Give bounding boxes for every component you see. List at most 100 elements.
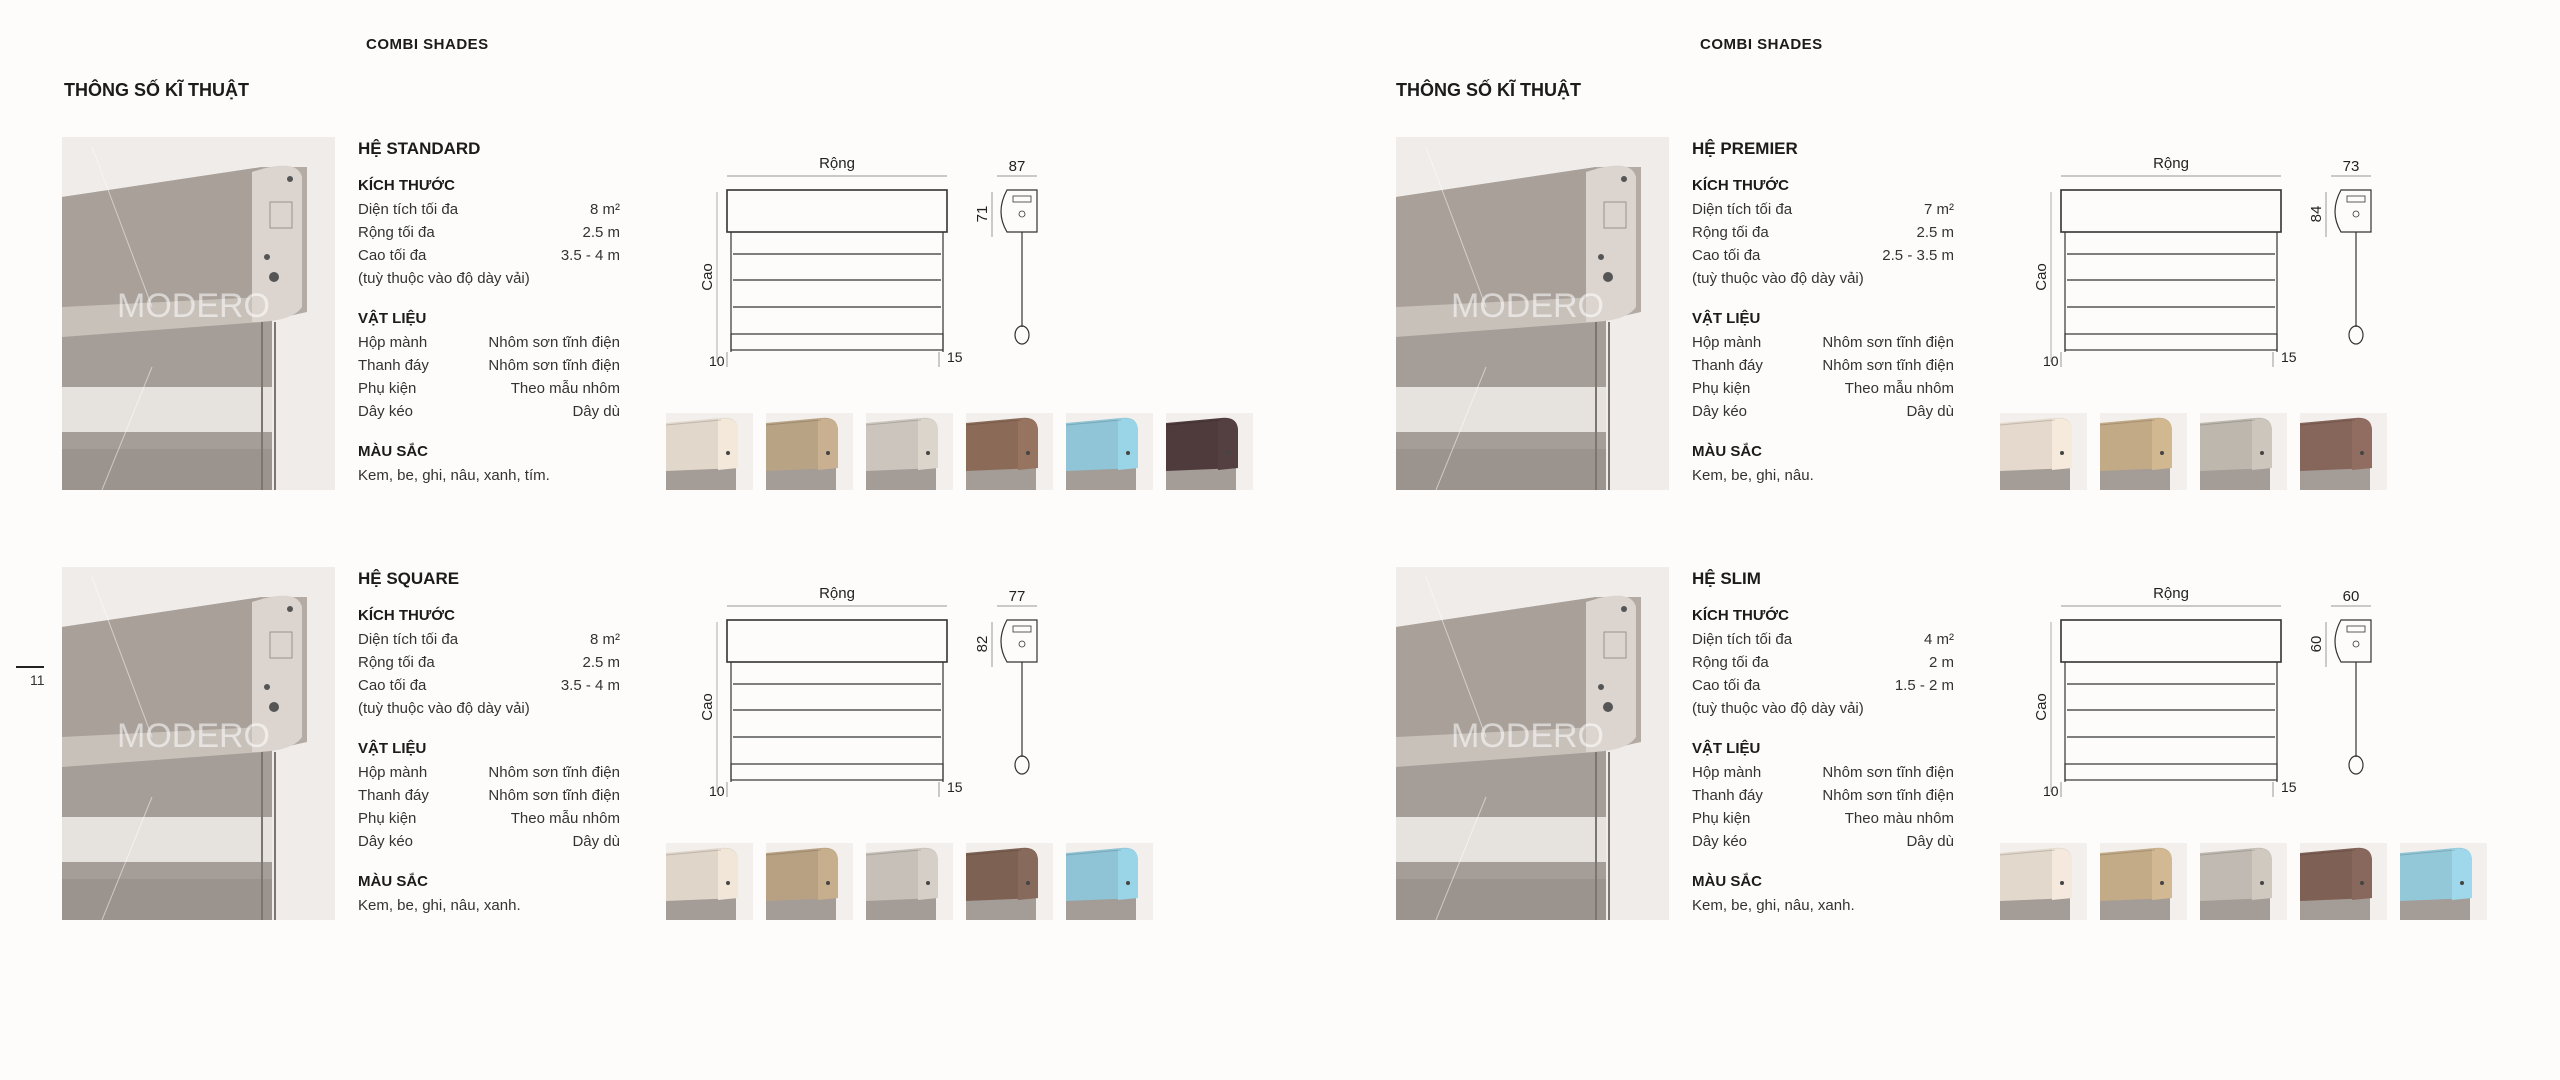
material-value: Nhôm sơn tĩnh điện xyxy=(488,334,620,351)
left-margin-label: 10 xyxy=(709,783,725,799)
dimension-diagram: Rộng Cao 10 15 60 60 xyxy=(2033,585,2372,799)
spec-value: 4 m² xyxy=(1924,631,1954,648)
spec-row: Rộng tối đa 2.5 m xyxy=(358,224,620,241)
width-label: Rộng xyxy=(819,585,855,602)
height-label: Cao xyxy=(2033,263,2050,291)
material-value: Nhôm sơn tĩnh điện xyxy=(1822,764,1954,781)
material-label: Phụ kiện xyxy=(358,810,417,827)
color-swatch[interactable] xyxy=(2000,413,2087,490)
material-value: Dây dù xyxy=(572,833,620,850)
color-swatch[interactable] xyxy=(2400,843,2487,920)
color-swatch[interactable] xyxy=(2300,413,2387,490)
spec-value: 3.5 - 4 m xyxy=(560,247,620,264)
material-value: Dây dù xyxy=(1906,833,1954,850)
watermark-logo: MODERO xyxy=(117,287,270,325)
dimension-diagram: Rộng Cao 10 15 77 82 xyxy=(699,585,1038,799)
material-heading: VẬT LIỆU xyxy=(358,310,427,327)
material-row: Thanh đáy Nhôm sơn tĩnh điện xyxy=(1692,787,1954,804)
spec-value: 1.5 - 2 m xyxy=(1894,677,1954,694)
color-swatch[interactable] xyxy=(766,413,853,490)
watermark-logo: MODERO xyxy=(1451,717,1604,755)
color-heading: MÀU SẮC xyxy=(358,873,428,890)
color-swatch[interactable] xyxy=(2100,413,2187,490)
spec-label: Rộng tối đa xyxy=(1692,224,1769,241)
spec-value: 8 m² xyxy=(590,631,620,648)
right-margin-label: 15 xyxy=(947,349,963,365)
color-swatch[interactable] xyxy=(1166,413,1253,490)
spec-row: Diện tích tối đa 7 m² xyxy=(1692,201,1954,218)
side-width-label: 87 xyxy=(1009,158,1026,175)
width-label: Rộng xyxy=(819,155,855,172)
color-swatches xyxy=(2000,413,2387,490)
spec-row: Rộng tối đa 2 m xyxy=(1692,654,1954,671)
system-name: HỆ SLIM xyxy=(1692,569,1761,588)
spec-row: Cao tối đa 3.5 - 4 m xyxy=(358,677,620,694)
dimension-diagram: Rộng Cao 10 15 87 71 xyxy=(699,155,1038,369)
material-value: Nhôm sơn tĩnh điện xyxy=(1822,357,1954,374)
color-swatch[interactable] xyxy=(766,843,853,920)
color-swatch[interactable] xyxy=(1066,413,1153,490)
color-swatch[interactable] xyxy=(2200,843,2287,920)
spec-label: Rộng tối đa xyxy=(358,654,435,671)
material-value: Nhôm sơn tĩnh điện xyxy=(488,787,620,804)
material-row: Dây kéo Dây dù xyxy=(358,833,620,850)
material-label: Hộp mành xyxy=(1692,334,1762,351)
color-swatch[interactable] xyxy=(866,843,953,920)
color-heading: MÀU SẮC xyxy=(1692,873,1762,890)
material-label: Hộp mành xyxy=(358,764,428,781)
color-swatch[interactable] xyxy=(966,843,1053,920)
page-number-divider xyxy=(16,666,44,668)
system-section-square: MODERO HỆ SQUARE KÍCH THƯỚC Diện tích tố… xyxy=(62,567,1302,927)
color-swatch[interactable] xyxy=(1066,843,1153,920)
spec-row: Diện tích tối đa 4 m² xyxy=(1692,631,1954,648)
width-label: Rộng xyxy=(2153,585,2189,602)
spec-row: Diện tích tối đa 8 m² xyxy=(358,631,620,648)
spec-row: Rộng tối đa 2.5 m xyxy=(358,654,620,671)
color-swatch[interactable] xyxy=(866,413,953,490)
brand-title: COMBI SHADES xyxy=(366,36,489,53)
width-label: Rộng xyxy=(2153,155,2189,172)
material-row: Thanh đáy Nhôm sơn tĩnh điện xyxy=(1692,357,1954,374)
material-row: Dây kéo Dây dù xyxy=(1692,833,1954,850)
material-label: Thanh đáy xyxy=(1692,787,1763,804)
material-label: Thanh đáy xyxy=(1692,357,1763,374)
color-swatch[interactable] xyxy=(2100,843,2187,920)
spec-value: 2.5 m xyxy=(1916,224,1954,241)
color-swatch[interactable] xyxy=(666,843,753,920)
spec-row: Rộng tối đa 2.5 m xyxy=(1692,224,1954,241)
color-swatch[interactable] xyxy=(2000,843,2087,920)
material-label: Phụ kiện xyxy=(1692,380,1751,397)
material-value: Nhôm sơn tĩnh điện xyxy=(488,764,620,781)
system-name: HỆ PREMIER xyxy=(1692,139,1798,158)
color-swatch[interactable] xyxy=(2200,413,2287,490)
color-swatch[interactable] xyxy=(966,413,1053,490)
material-row: Hộp mành Nhôm sơn tĩnh điện xyxy=(1692,764,1954,781)
left-margin-label: 10 xyxy=(2043,783,2059,799)
color-list: Kem, be, ghi, nâu, xanh. xyxy=(1692,897,1855,914)
material-label: Dây kéo xyxy=(1692,403,1748,420)
color-swatch[interactable] xyxy=(2300,843,2387,920)
size-note: (tuỳ thuộc vào độ dày vải) xyxy=(358,700,530,717)
spec-row: Cao tối đa 2.5 - 3.5 m xyxy=(1692,247,1954,264)
material-label: Hộp mành xyxy=(1692,764,1762,781)
size-note: (tuỳ thuộc vào độ dày vải) xyxy=(358,270,530,287)
material-row: Hộp mành Nhôm sơn tĩnh điện xyxy=(358,764,620,781)
material-value: Nhôm sơn tĩnh điện xyxy=(488,357,620,374)
size-heading: KÍCH THƯỚC xyxy=(1692,607,1789,624)
spec-value: 3.5 - 4 m xyxy=(560,677,620,694)
height-label: Cao xyxy=(2033,693,2050,721)
spec-label: Rộng tối đa xyxy=(1692,654,1769,671)
color-swatch[interactable] xyxy=(666,413,753,490)
color-list: Kem, be, ghi, nâu. xyxy=(1692,467,1814,484)
spec-label: Cao tối đa xyxy=(1692,677,1761,694)
system-name: HỆ STANDARD xyxy=(358,139,481,158)
spec-value: 2 m xyxy=(1928,654,1954,671)
size-heading: KÍCH THƯỚC xyxy=(358,177,455,194)
material-label: Dây kéo xyxy=(1692,833,1748,850)
material-value: Dây dù xyxy=(572,403,620,420)
brand-title: COMBI SHADES xyxy=(1700,36,1823,53)
right-margin-label: 15 xyxy=(2281,349,2297,365)
material-value: Theo màu nhôm xyxy=(1844,810,1954,827)
material-value: Nhôm sơn tĩnh điện xyxy=(1822,334,1954,351)
product-photo: MODERO xyxy=(62,567,335,920)
